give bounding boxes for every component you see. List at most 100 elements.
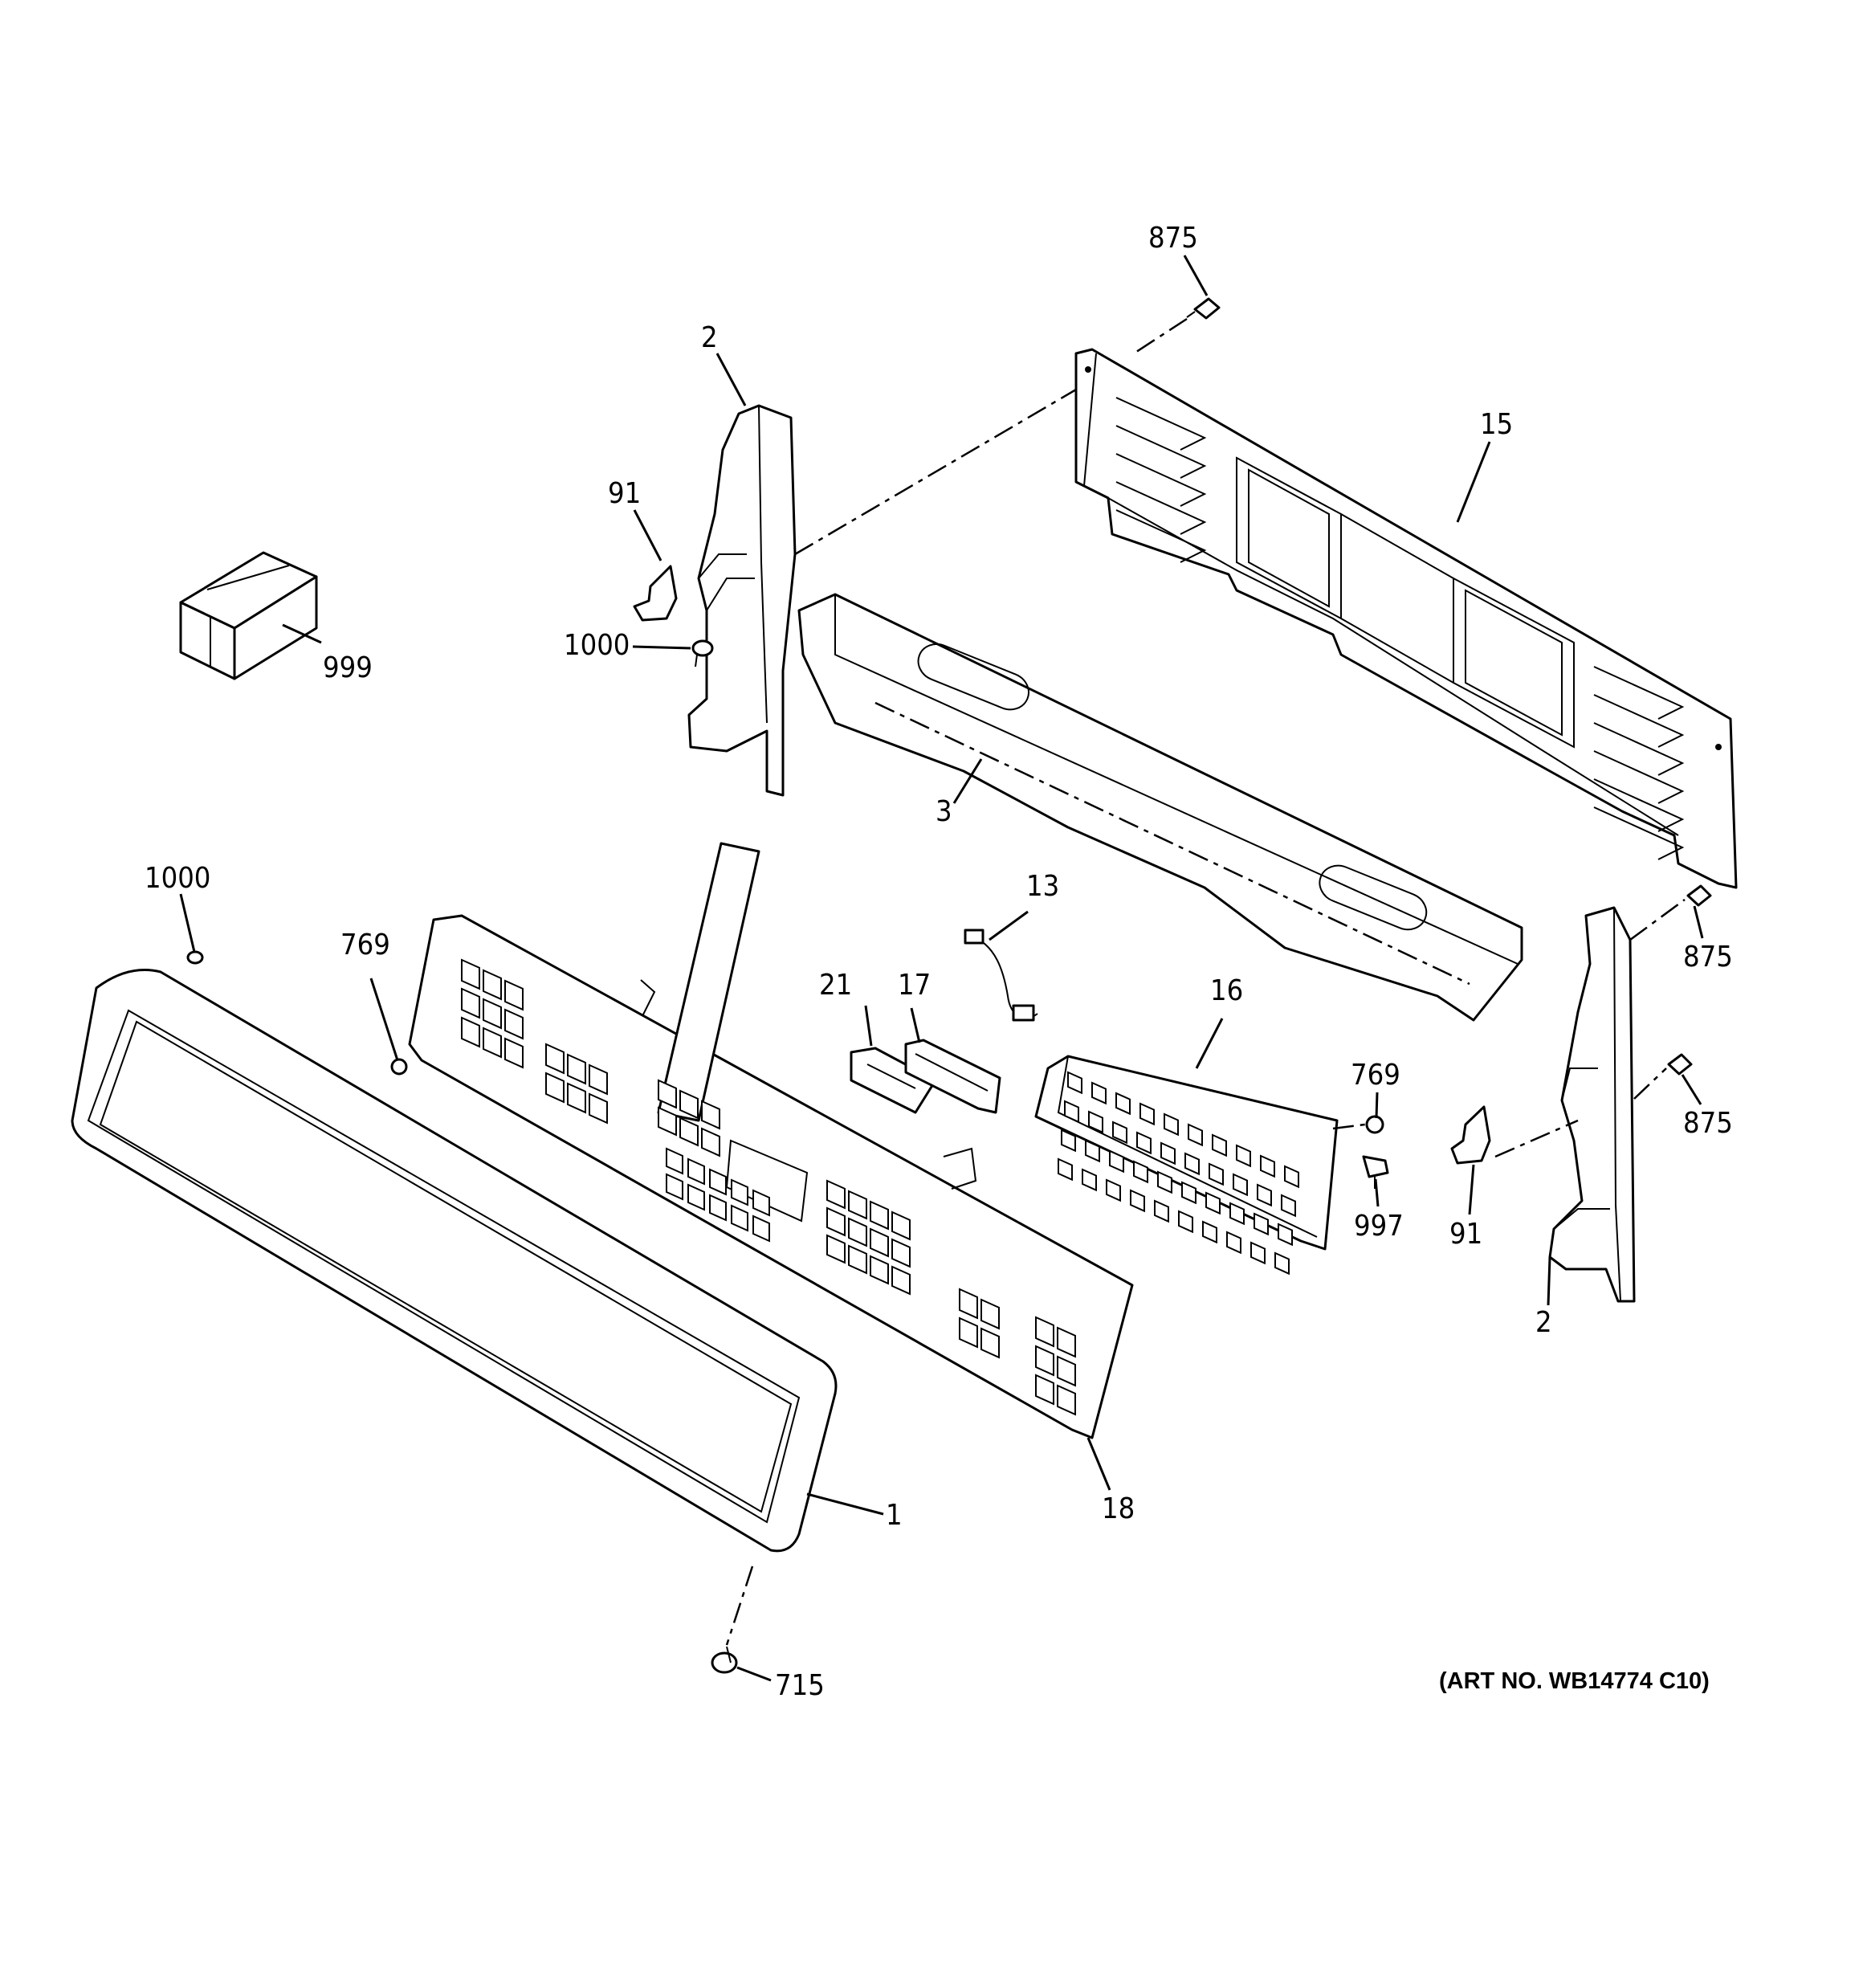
board-key bbox=[1106, 1178, 1121, 1202]
panel-key-left bbox=[483, 1027, 502, 1059]
board-key bbox=[1260, 1154, 1275, 1178]
panel-key-left-mid bbox=[589, 1092, 608, 1125]
panel-key-upper bbox=[679, 1116, 699, 1147]
panel-key-right-mid bbox=[959, 1316, 978, 1349]
part-999-box bbox=[179, 551, 318, 680]
part-769-right-nut bbox=[1365, 1115, 1384, 1134]
panel-key-right-mid bbox=[980, 1327, 1000, 1359]
board-key bbox=[1281, 1194, 1296, 1218]
panel-key-right bbox=[1035, 1345, 1054, 1377]
part-875-right-screw bbox=[1667, 1053, 1693, 1076]
panel-key-function bbox=[848, 1217, 867, 1247]
callout-999: 999 bbox=[323, 651, 373, 684]
leader-lines bbox=[179, 255, 1704, 1682]
board-key bbox=[1067, 1071, 1082, 1095]
board-key bbox=[1274, 1251, 1290, 1276]
board-key bbox=[1130, 1189, 1145, 1213]
part-875-mid-screw bbox=[1686, 884, 1712, 907]
board-key bbox=[1236, 1144, 1251, 1168]
panel-key-function bbox=[891, 1210, 911, 1241]
panel-key-number bbox=[709, 1168, 727, 1196]
panel-key-function bbox=[826, 1234, 846, 1264]
panel-key-left bbox=[504, 1037, 524, 1069]
panel-key-function bbox=[870, 1255, 889, 1285]
part-21-lens bbox=[850, 1047, 937, 1114]
board-key bbox=[1139, 1102, 1155, 1126]
board-key bbox=[1205, 1191, 1221, 1215]
callout-16: 16 bbox=[1210, 974, 1243, 1007]
callout-769-right: 769 bbox=[1351, 1059, 1400, 1092]
callout-997: 997 bbox=[1354, 1210, 1404, 1243]
panel-key-left-mid bbox=[567, 1053, 586, 1085]
board-key bbox=[1226, 1231, 1241, 1255]
panel-key-number bbox=[687, 1183, 705, 1211]
panel-key-function bbox=[848, 1190, 867, 1220]
part-91-right-clip bbox=[1450, 1105, 1491, 1165]
panel-key-right bbox=[1035, 1316, 1054, 1348]
callout-1000-upper: 1000 bbox=[564, 629, 630, 662]
board-key bbox=[1085, 1139, 1100, 1163]
board-key bbox=[1133, 1160, 1148, 1184]
callout-15: 15 bbox=[1480, 408, 1513, 441]
alignment-lines bbox=[725, 317, 1686, 1646]
panel-key-number bbox=[709, 1194, 727, 1222]
board-key bbox=[1257, 1183, 1272, 1207]
callout-17: 17 bbox=[898, 969, 931, 1002]
panel-key-upper bbox=[679, 1089, 699, 1120]
part-13-wire-harness bbox=[964, 929, 1038, 1022]
callout-labels: 875 2 15 91 999 1000 3 1000 769 13 21 17… bbox=[145, 222, 1733, 1702]
callout-2-right: 2 bbox=[1535, 1306, 1552, 1339]
panel-key-left bbox=[504, 979, 524, 1011]
callout-2-left: 2 bbox=[701, 321, 718, 354]
part-769-left-nut bbox=[390, 1058, 408, 1076]
board-key bbox=[1115, 1092, 1131, 1116]
panel-key-number bbox=[731, 1178, 748, 1206]
panel-key-function bbox=[848, 1244, 867, 1275]
panel-key-function bbox=[826, 1179, 846, 1210]
callout-875-top: 875 bbox=[1148, 222, 1198, 255]
callout-21: 21 bbox=[819, 969, 852, 1002]
callout-91-left: 91 bbox=[608, 477, 641, 510]
part-1-trim-frame bbox=[71, 969, 838, 1553]
board-key bbox=[1188, 1123, 1203, 1147]
board-key bbox=[1184, 1152, 1200, 1176]
board-key bbox=[1091, 1081, 1107, 1105]
board-key bbox=[1112, 1121, 1127, 1145]
board-key bbox=[1229, 1202, 1245, 1226]
board-key bbox=[1058, 1157, 1073, 1182]
panel-key-upper bbox=[701, 1127, 720, 1157]
panel-key-number bbox=[666, 1173, 683, 1201]
board-key bbox=[1109, 1149, 1124, 1174]
part-16-control-board bbox=[1034, 1055, 1339, 1276]
callout-1: 1 bbox=[886, 1499, 903, 1532]
panel-key-right-mid bbox=[959, 1288, 978, 1320]
panel-key-number bbox=[687, 1157, 705, 1186]
callout-18: 18 bbox=[1102, 1492, 1135, 1525]
panel-key-number bbox=[666, 1147, 683, 1175]
callout-875-mid: 875 bbox=[1683, 941, 1733, 974]
part-2-right-bracket bbox=[1548, 906, 1636, 1303]
panel-key-right bbox=[1057, 1355, 1076, 1387]
board-key bbox=[1064, 1100, 1079, 1124]
board-key bbox=[1136, 1131, 1152, 1155]
board-key bbox=[1250, 1241, 1266, 1265]
part-15-backguard-panel bbox=[1074, 348, 1738, 889]
panel-key-right bbox=[1057, 1384, 1076, 1416]
callout-13: 13 bbox=[1026, 870, 1059, 903]
callout-715: 715 bbox=[775, 1669, 825, 1702]
panel-key-left bbox=[483, 998, 502, 1030]
panel-key-upper bbox=[701, 1100, 720, 1130]
board-key bbox=[1233, 1173, 1248, 1197]
panel-key-left bbox=[461, 1016, 480, 1048]
panel-key-right bbox=[1057, 1326, 1076, 1358]
part-1000-lower-screw bbox=[186, 950, 204, 965]
part-715-screw bbox=[711, 1646, 738, 1674]
panel-key-upper bbox=[658, 1106, 677, 1137]
part-3-trim-channel bbox=[797, 593, 1523, 1022]
board-key bbox=[1181, 1181, 1196, 1205]
board-key bbox=[1178, 1210, 1193, 1234]
panel-key-number bbox=[731, 1204, 748, 1232]
panel-key-function bbox=[891, 1238, 911, 1268]
panel-key-function bbox=[870, 1227, 889, 1258]
